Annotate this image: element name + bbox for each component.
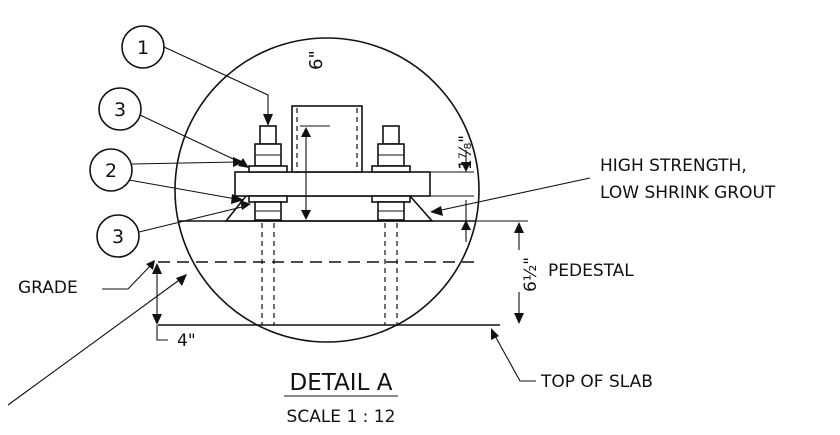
arrowhead	[238, 158, 249, 168]
arrowhead	[176, 274, 187, 286]
washer-upper-left	[248, 165, 288, 173]
balloon-1-label: 1	[137, 37, 149, 59]
dim-178-label: 1⁷⁄₈"	[456, 135, 476, 170]
balloon-3-lower: 3	[96, 214, 140, 258]
balloon-2-label: 2	[105, 160, 117, 182]
leader-balloon-2	[131, 161, 237, 165]
leader-balloon-2	[128, 179, 237, 200]
arrowhead	[301, 210, 311, 220]
detail-scale: SCALE 1 : 12	[287, 407, 396, 427]
dim-65-label: 6½"	[521, 257, 541, 292]
balloon-3-lower-label: 3	[112, 226, 124, 248]
arrowhead	[263, 114, 273, 126]
dim-4-label: 4"	[177, 331, 196, 351]
bolt-stud-right	[382, 125, 400, 145]
balloon-3-upper-label: 3	[114, 99, 126, 121]
column	[291, 105, 363, 173]
arrowhead	[514, 313, 524, 324]
washer-lower-left	[248, 195, 288, 203]
arrowhead	[301, 127, 311, 137]
arrowhead	[461, 220, 471, 230]
washer-lower-right	[371, 195, 411, 203]
leader-balloon-1	[163, 46, 269, 118]
leader-top-of-slab	[493, 333, 536, 382]
dim-4-ext	[156, 325, 168, 341]
grout-label-line2: LOW SHRINK GROUT	[600, 183, 776, 203]
pedestal-label: PEDESTAL	[548, 261, 634, 281]
leader-grout	[431, 177, 591, 213]
top-of-slab-label: TOP OF SLAB	[540, 372, 653, 392]
arrowhead	[152, 314, 162, 325]
detail-title: DETAIL A	[290, 370, 393, 396]
arrowhead	[461, 162, 471, 172]
balloon-2: 2	[89, 148, 133, 192]
arrowhead	[491, 328, 499, 340]
arrowhead	[231, 194, 244, 204]
arrowhead	[514, 222, 524, 233]
base-plate	[234, 171, 431, 197]
leader-balloon-3-lower	[138, 205, 247, 233]
grout-label-line1: HIGH STRENGTH,	[600, 156, 747, 176]
arrowhead	[240, 200, 251, 210]
bolt-stud-left	[259, 125, 277, 145]
arrowhead	[152, 263, 162, 274]
dim-6-label: 6"	[306, 50, 327, 70]
arrowhead	[430, 206, 443, 216]
balloon-1: 1	[121, 25, 165, 69]
grade-label: GRADE	[18, 278, 78, 298]
detail-circle	[174, 37, 480, 343]
arrowhead	[146, 260, 155, 270]
arrowhead	[233, 157, 244, 167]
balloon-3-upper: 3	[98, 87, 142, 131]
leader-grade	[102, 263, 153, 290]
leader-balloon-3-upper	[139, 114, 247, 166]
washer-upper-right	[371, 165, 411, 173]
detail-leader	[7, 277, 183, 406]
